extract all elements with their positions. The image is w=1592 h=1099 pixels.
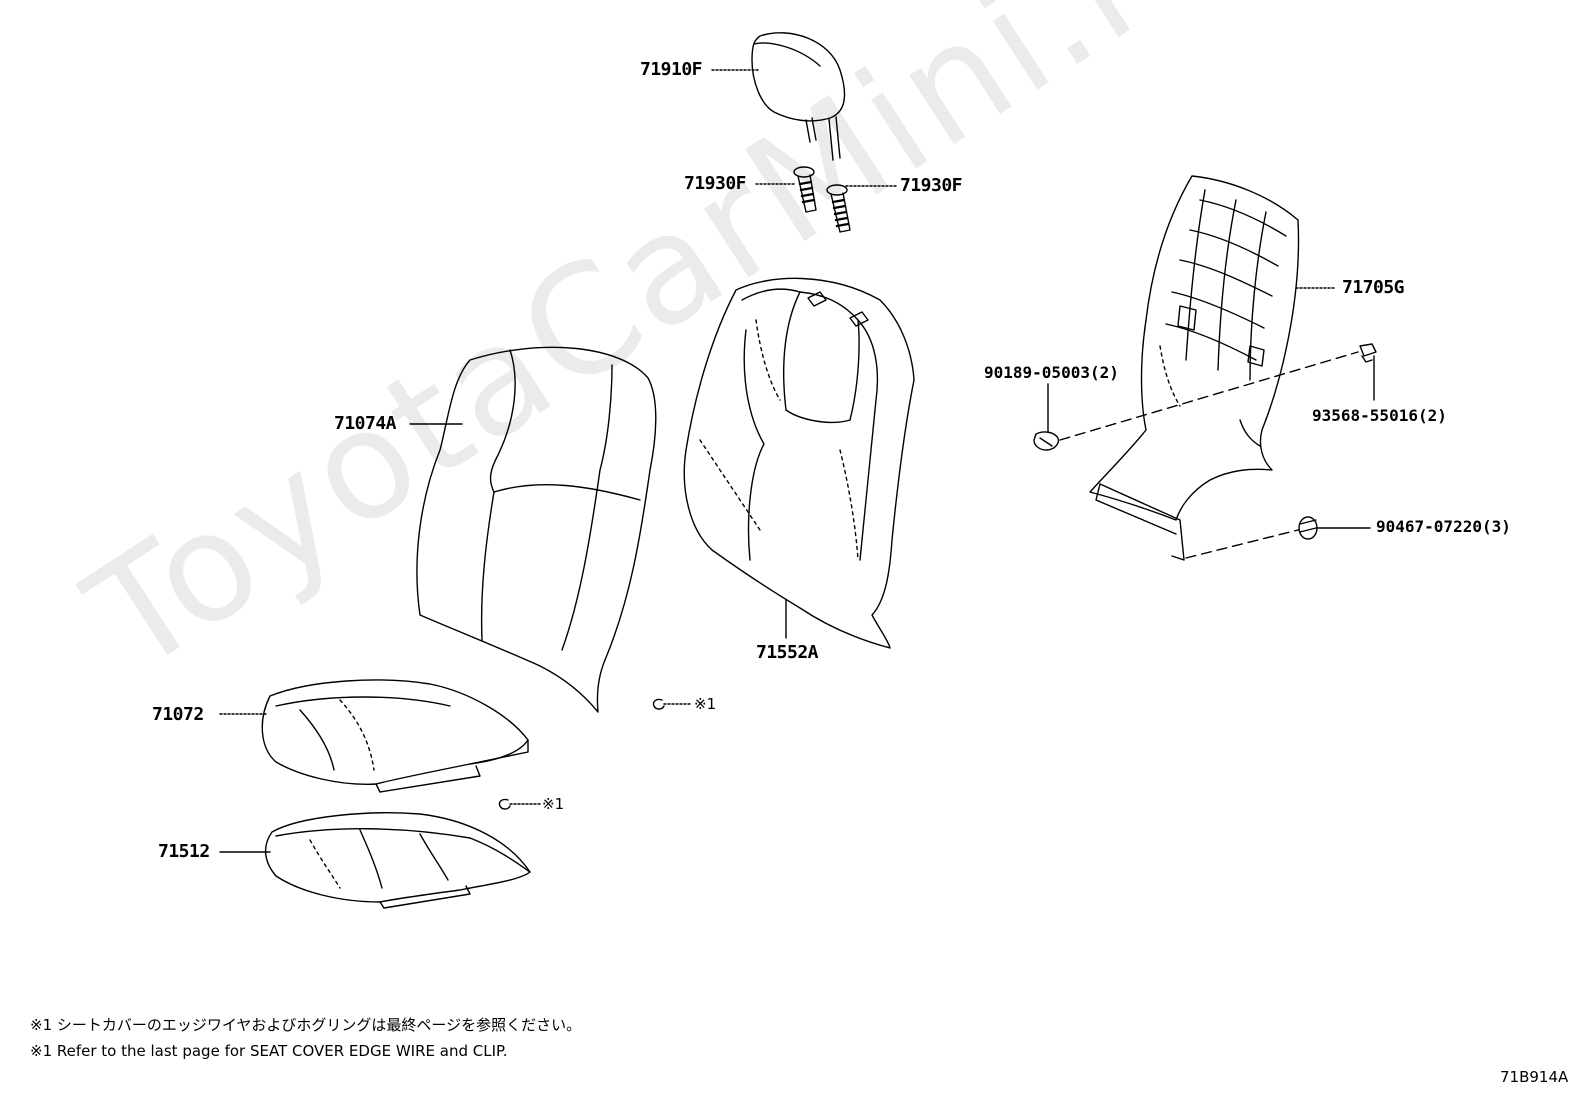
clip-lower-drawing[interactable] (1299, 517, 1317, 539)
label-clip-lower[interactable]: 90467-07220(3) (1376, 517, 1511, 536)
seatback-pad-drawing[interactable] (684, 278, 914, 648)
headrest-drawing[interactable] (752, 33, 845, 160)
footnote-english: ※1 Refer to the last page for SEAT COVER… (30, 1042, 508, 1060)
assembly-line-upper (1059, 351, 1359, 441)
hog-ring-upper-icon (652, 698, 665, 710)
headrest-support-right-drawing[interactable] (827, 185, 850, 232)
label-clip-right[interactable]: 93568-55016(2) (1312, 406, 1447, 425)
leader-lines (219, 69, 1375, 853)
clip-left-drawing[interactable] (1034, 432, 1058, 450)
label-headrest[interactable]: 71910F (640, 59, 703, 80)
seatback-cover-drawing[interactable] (417, 347, 656, 712)
hog-ring-upper-marker: ※1 (694, 695, 717, 713)
label-seatback-cover[interactable]: 71074A (334, 413, 397, 434)
label-headrest-support-right[interactable]: 71930F (900, 175, 963, 196)
label-seatback-board[interactable]: 71705G (1342, 277, 1405, 298)
label-headrest-support-left[interactable]: 71930F (684, 173, 747, 194)
headrest-support-left-drawing[interactable] (794, 167, 816, 212)
hog-ring-lower-icon (498, 798, 511, 810)
label-cushion-pad[interactable]: 71512 (158, 841, 210, 862)
cushion-pad-drawing[interactable] (266, 813, 530, 908)
seatback-board-drawing[interactable] (1090, 176, 1299, 560)
assembly-line-lower (1185, 529, 1299, 559)
cushion-cover-drawing[interactable] (262, 680, 528, 792)
clip-right-drawing[interactable] (1360, 344, 1376, 362)
hog-ring-lower-marker: ※1 (542, 795, 565, 813)
label-clip-left[interactable]: 90189-05003(2) (984, 363, 1119, 382)
footnote-japanese: ※1 シートカバーのエッジワイヤおよびホグリングは最終ページを参照ください。 (30, 1016, 582, 1034)
diagram-reference-code: 71B914A (1500, 1068, 1569, 1086)
label-cushion-cover[interactable]: 71072 (152, 704, 204, 725)
label-seatback-pad[interactable]: 71552A (756, 642, 819, 663)
